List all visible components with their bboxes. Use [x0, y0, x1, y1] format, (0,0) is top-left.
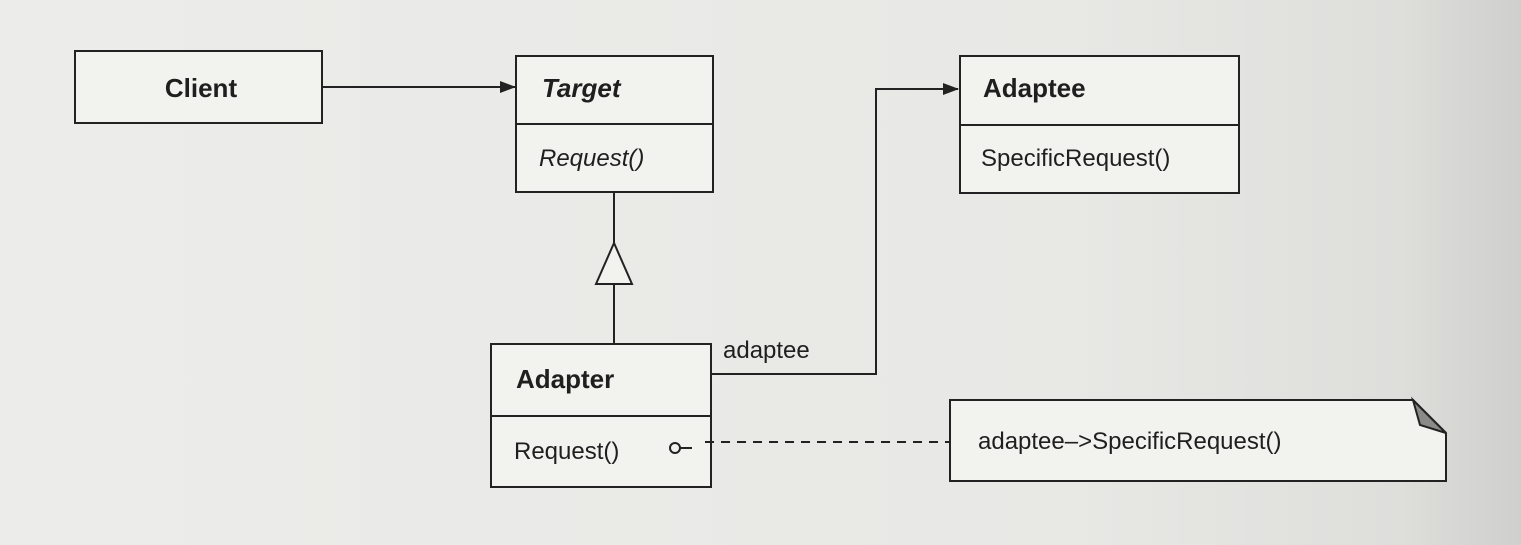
code-note: adaptee–>SpecificRequest() — [949, 396, 1447, 482]
note-box — [949, 399, 1447, 482]
adapter-name: Adapter — [516, 364, 614, 394]
adaptee-name: Adaptee — [983, 73, 1086, 103]
adapter-to-adaptee-arrow — [711, 83, 959, 375]
adapter-operation: Request() — [514, 438, 619, 465]
adaptee-operation: SpecificRequest() — [981, 145, 1170, 172]
inheritance-relation — [594, 192, 634, 346]
target-name: Target — [542, 73, 622, 103]
note-folded-corner — [1411, 396, 1447, 434]
note-text: adaptee–>SpecificRequest() — [978, 428, 1282, 455]
adapter-class: Adapter Request() — [490, 343, 712, 488]
client-class: Client — [74, 50, 323, 124]
adaptee-class: Adaptee SpecificRequest() — [959, 55, 1240, 194]
client-box — [74, 50, 323, 124]
target-operation: Request() — [539, 145, 644, 172]
inheritance-triangle — [594, 240, 634, 285]
association-label: adaptee — [723, 337, 810, 364]
target-class: Target Request() — [515, 55, 714, 193]
note-anchor-circle — [669, 442, 681, 454]
client-name: Client — [165, 73, 238, 103]
